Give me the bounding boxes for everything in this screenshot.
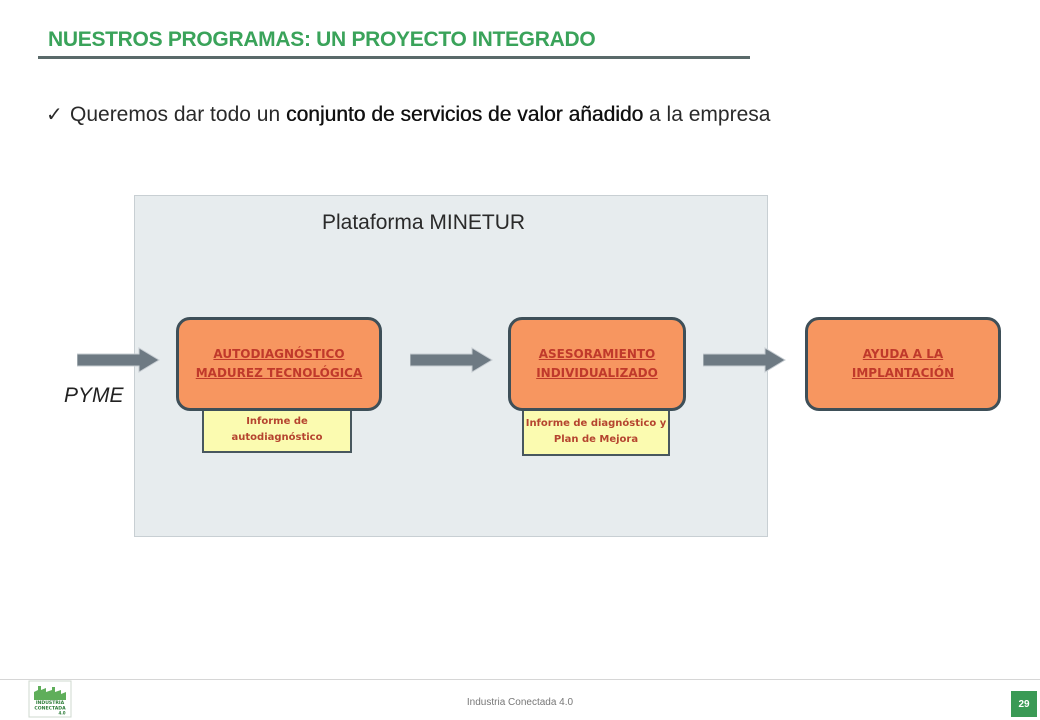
arrow-icon-step1 xyxy=(410,347,494,373)
svg-text:INDUSTRIA: INDUSTRIA xyxy=(36,700,65,706)
node-autodiagnostico: AUTODIAGNÓSTICO MADUREZ TECNOLÓGICA xyxy=(176,317,382,411)
svg-text:CONECTADA: CONECTADA xyxy=(34,706,66,712)
report-label: Informe de diagnóstico y Plan de Mejora xyxy=(525,417,667,445)
bullet-statement: ✓ Queremos dar todo un conjunto de servic… xyxy=(46,102,770,127)
title-underline xyxy=(38,56,750,59)
bullet-prefix: Queremos dar todo un xyxy=(70,103,286,126)
report-diagnostico-plan: Informe de diagnóstico y Plan de Mejora xyxy=(522,407,670,456)
page-title: NUESTROS PROGRAMAS: UN PROYECTO INTEGRAD… xyxy=(48,28,596,51)
footer-text: Industria Conectada 4.0 xyxy=(466,697,574,708)
footer-divider xyxy=(0,679,1040,680)
report-autodiagnostico: Informe de autodiagnóstico xyxy=(202,407,352,453)
arrow-icon-entry xyxy=(77,347,161,373)
report-label: Informe de autodiagnóstico xyxy=(231,416,323,443)
industria-conectada-logo: INDUSTRIA CONECTADA 4.0 xyxy=(28,680,72,718)
node-asesoramiento: ASESORAMIENTO INDIVIDUALIZADO xyxy=(508,317,686,411)
checkmark-icon: ✓ xyxy=(46,104,63,126)
platform-label: Plataforma MINETUR xyxy=(322,211,526,234)
svg-text:4.0: 4.0 xyxy=(58,711,65,716)
node-label: AYUDA A LA IMPLANTACIÓN xyxy=(851,347,955,380)
bullet-suffix: a la empresa xyxy=(643,103,771,126)
node-label: ASESORAMIENTO INDIVIDUALIZADO xyxy=(536,347,658,380)
arrow-icon-step2 xyxy=(703,347,787,373)
bullet-emphasis: conjunto de servicios de valor añadido xyxy=(285,103,644,126)
page-number: 29 xyxy=(1011,691,1037,717)
node-ayuda-implantacion: AYUDA A LA IMPLANTACIÓN xyxy=(805,317,1001,411)
pyme-label: PYME xyxy=(64,384,124,407)
node-label: AUTODIAGNÓSTICO MADUREZ TECNOLÓGICA xyxy=(195,347,363,380)
